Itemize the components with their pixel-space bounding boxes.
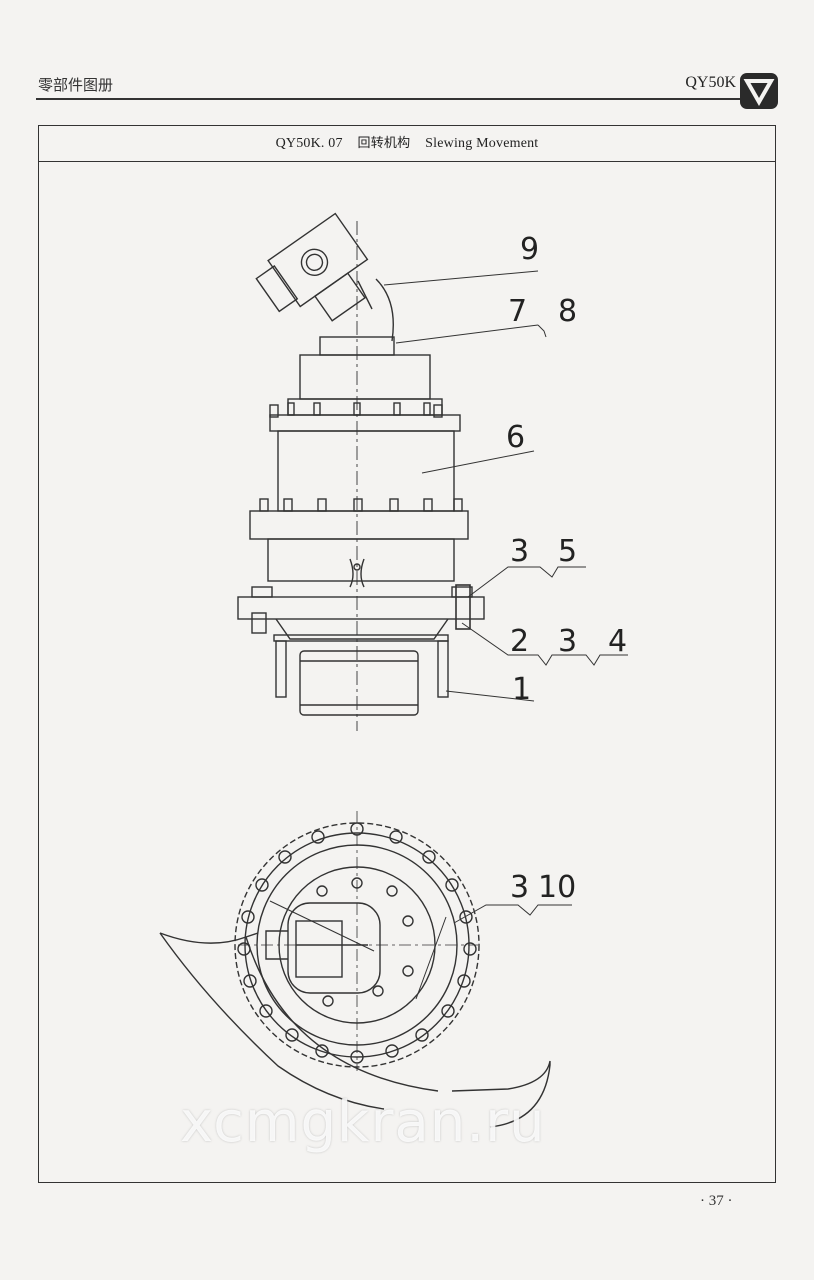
- lower-flange-bolts: [259, 498, 463, 512]
- callout-labels: 9 7 8 6 3 5 2 3 4 1 3 10: [506, 232, 627, 905]
- callout-3b: 3: [558, 624, 577, 659]
- watermark: xcmgkran.ru: [180, 1090, 546, 1155]
- drawing-title-cn: 回转机构: [357, 136, 411, 151]
- callout-3c: 3: [510, 870, 529, 905]
- xcmg-logo-icon: [740, 73, 778, 109]
- side-view: [237, 212, 485, 731]
- drawing-title-bar: QY50K. 07 回转机构 Slewing Movement: [39, 126, 775, 162]
- page-number: · 37 ·: [700, 1193, 733, 1209]
- callout-9: 9: [520, 232, 539, 267]
- drawing-code: QY50K. 07: [275, 136, 343, 151]
- header-model: QY50K: [685, 74, 736, 91]
- callout-8: 8: [558, 294, 577, 329]
- callout-5: 5: [558, 534, 577, 569]
- drawing-title-en: Slewing Movement: [425, 136, 539, 151]
- callout-3a: 3: [510, 534, 529, 569]
- plan-bolt-circle: [237, 822, 477, 1064]
- header-title: 零部件图册: [38, 76, 114, 94]
- callout-1: 1: [512, 672, 531, 707]
- drawing-frame: QY50K. 07 回转机构 Slewing Movement: [38, 125, 776, 1183]
- header-rule: [36, 98, 742, 100]
- plan-view: [159, 811, 551, 1128]
- callout-7: 7: [508, 294, 527, 329]
- leader-lines: [383, 270, 628, 924]
- callout-4: 4: [608, 624, 627, 659]
- callout-6: 6: [506, 420, 525, 455]
- callout-10: 10: [538, 870, 576, 905]
- callout-2: 2: [510, 624, 529, 659]
- hydraulic-motor: [255, 212, 369, 322]
- slewing-movement-drawing: 9 7 8 6 3 5 2 3 4 1 3 10: [159, 212, 628, 1128]
